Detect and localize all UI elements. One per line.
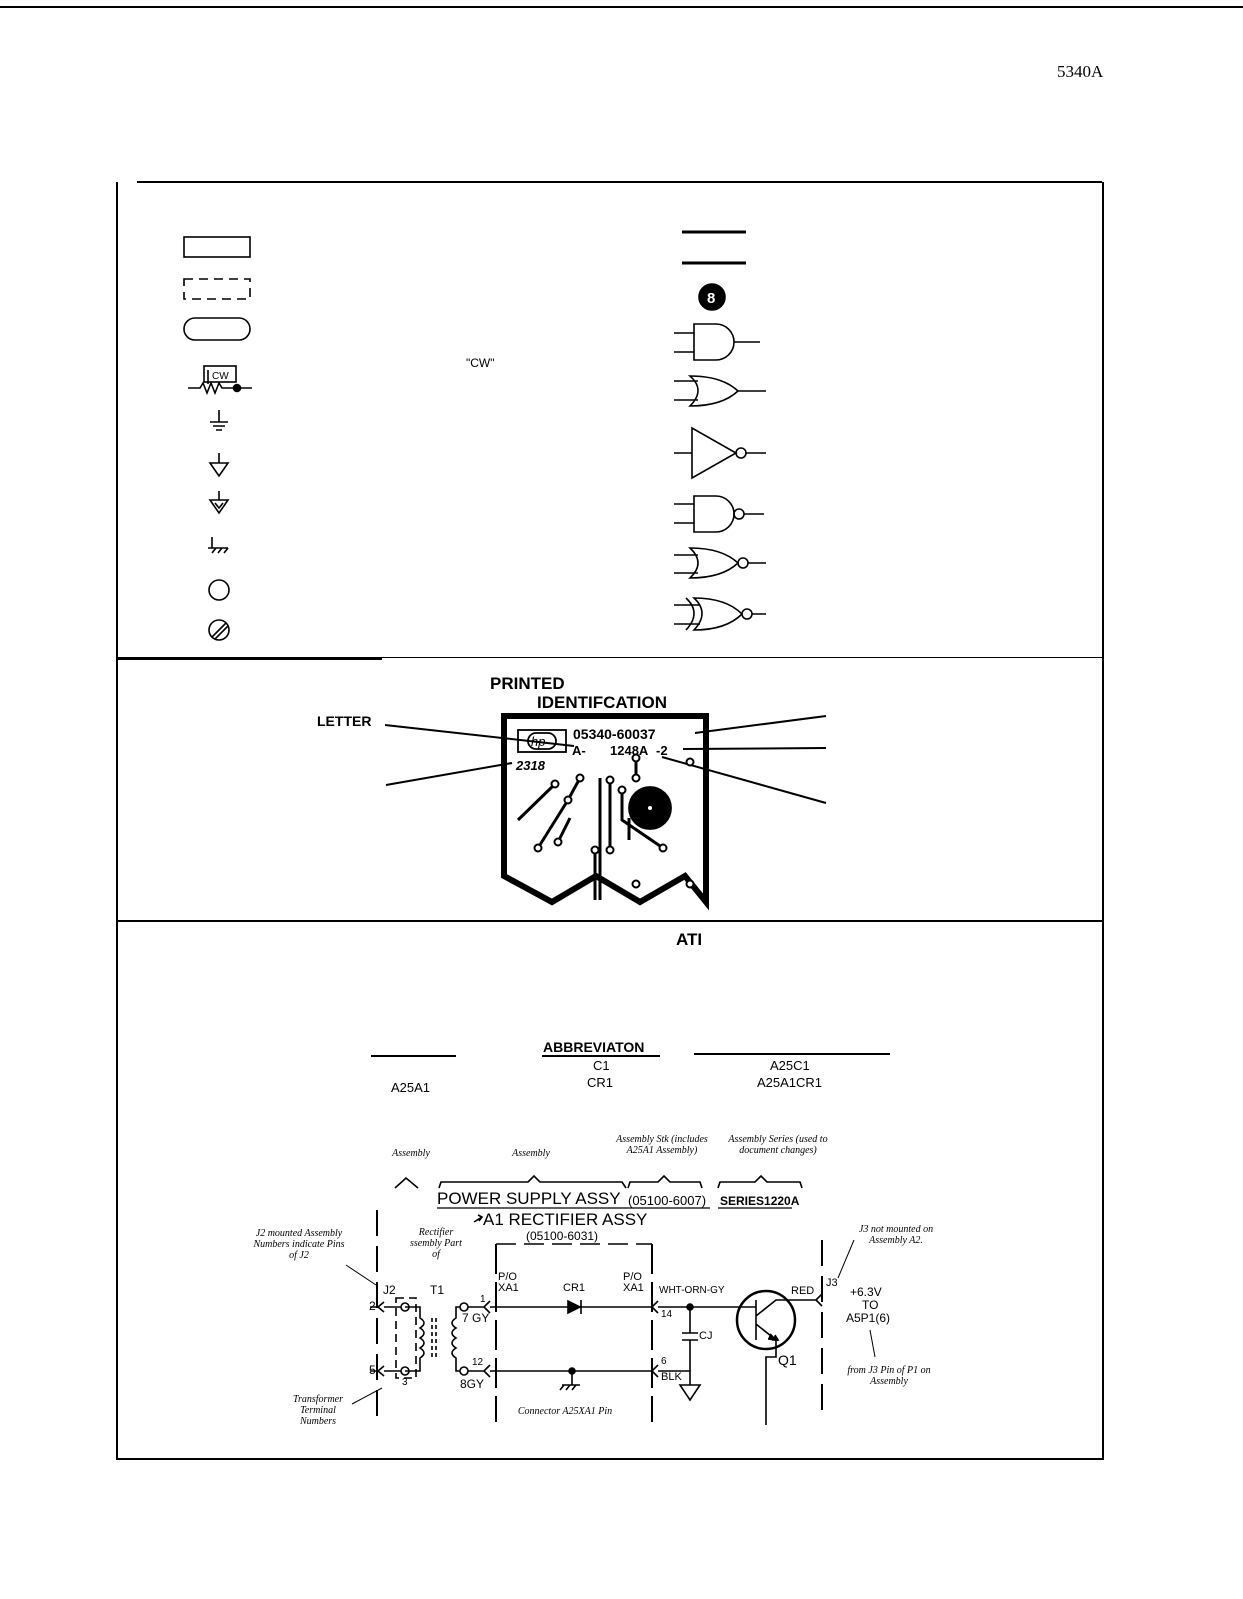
pin-5: 5 — [369, 1363, 376, 1377]
divider-1 — [382, 657, 1102, 658]
top-rule — [0, 6, 1243, 8]
document-id: 5340A — [1057, 62, 1104, 81]
note-assembly-1: Assembly — [392, 1148, 430, 1159]
power-supply-pn: (05100-6007) — [628, 1193, 707, 1208]
pin-2: 2 — [369, 1299, 376, 1313]
to-label: TO — [862, 1298, 879, 1312]
or-gate-icon — [674, 375, 766, 407]
note-assembly-series: Assembly Series (used to document change… — [728, 1134, 828, 1156]
ref-left-1: A25A1 — [391, 1080, 431, 1095]
svg-text:05340-60037: 05340-60037 — [573, 726, 656, 742]
identification-label: IDENTIFCATION — [537, 693, 668, 712]
note-assembly-stk: Assembly Stk (includes A25A1 Assembly) — [616, 1134, 708, 1156]
ref-right-1: A25C1 — [770, 1058, 810, 1073]
ref-right-2: A25A1CR1 — [757, 1075, 823, 1090]
svg-text:1248A: 1248A — [610, 743, 649, 758]
abbreviation-header: ABBREVIATON — [543, 1039, 645, 1055]
inverter-icon — [674, 426, 766, 480]
pin-14: 14 — [661, 1309, 673, 1320]
red-label: RED — [791, 1285, 815, 1297]
ref-rule-mid — [542, 1055, 660, 1057]
svg-text:hp: hp — [531, 734, 545, 749]
letter-label: LETTER — [317, 713, 372, 729]
divider-1-thick — [116, 657, 382, 660]
dest-label: A5P1(6) — [846, 1311, 891, 1325]
nor-gate-icon — [674, 547, 766, 579]
chassis-ground-icon — [208, 537, 229, 554]
nand-gate-icon — [674, 495, 764, 533]
terminal-circle-icon — [208, 579, 230, 601]
note-assembly-2: Assembly — [512, 1148, 550, 1159]
series-label: SERIES1220A — [720, 1194, 800, 1208]
pcb-drawing: hp 05340-60037 A- 1248A -2 2318 — [384, 713, 827, 911]
ati-heading: ATI — [676, 930, 703, 949]
wire-color: WHT-ORN-GY — [659, 1285, 725, 1296]
rectifier-note: Rectifier ssembly Part of — [410, 1227, 462, 1260]
j2-label: J2 — [383, 1283, 396, 1297]
subassembly-box-symbol — [183, 278, 251, 300]
and-gate-icon — [674, 323, 760, 361]
pin-8: 8GY — [460, 1377, 485, 1391]
j3-label: J3 — [826, 1277, 838, 1289]
signal-ground-icon — [208, 453, 230, 478]
pin-6: 6 — [661, 1356, 667, 1367]
symbol-legend: CW 8 — [183, 230, 766, 641]
q1-label: Q1 — [778, 1352, 797, 1368]
pin-7: 7 GY — [462, 1311, 490, 1325]
assembly-box-symbol — [183, 236, 251, 258]
connector-note: Connector A25XA1 Pin — [517, 1406, 613, 1417]
ref-rule-right — [694, 1053, 890, 1055]
pxa1-left: P/O XA1 — [498, 1271, 519, 1294]
power-supply-title: POWER SUPPLY ASSY — [437, 1189, 621, 1208]
pin-12: 12 — [472, 1357, 484, 1368]
blk-label: BLK — [661, 1371, 682, 1383]
rectifier-title: A1 RECTIFIER ASSY — [483, 1210, 648, 1229]
ref-mid-2: CR1 — [587, 1075, 614, 1090]
svg-text:8: 8 — [707, 290, 715, 307]
common-ground-icon — [208, 491, 230, 515]
transformer-note: Transformer Terminal Numbers — [292, 1394, 343, 1427]
pin-3: 3 — [402, 1377, 408, 1388]
svg-text:-2: -2 — [656, 743, 668, 758]
svg-text:A-: A- — [572, 743, 586, 758]
cr1-label: CR1 — [563, 1282, 586, 1294]
svg-text:CW: CW — [212, 371, 229, 382]
ref-mid-1: C1 — [593, 1058, 610, 1073]
rectifier-pn: (05100-6031) — [526, 1229, 599, 1243]
from-note: from J3 Pin of P1 on Assembly — [847, 1365, 931, 1387]
screwdriver-adjust-icon — [208, 619, 230, 641]
t1-label: T1 — [430, 1283, 445, 1297]
figure-frame — [116, 182, 1104, 1460]
schematic-example — [345, 1174, 876, 1425]
pxa1-right: P/O XA1 — [623, 1271, 644, 1294]
pin-1: 1 — [480, 1294, 486, 1305]
rounded-box-symbol — [183, 317, 251, 341]
ref-rule-left — [371, 1055, 456, 1057]
cw-label: "CW" — [466, 356, 495, 370]
j3-note: J3 not mounted on Assembly A2. — [858, 1224, 934, 1246]
divider-2 — [116, 920, 1102, 922]
printed-label: PRINTED — [490, 674, 565, 693]
numbered-circle-icon — [698, 283, 726, 311]
j2-note: J2 mounted Assembly Numbers indicate Pin… — [253, 1228, 345, 1261]
potentiometer-symbol: CW — [188, 365, 252, 396]
cj-label: CJ — [699, 1330, 713, 1342]
earth-ground-icon — [210, 410, 228, 431]
svg-text:2318: 2318 — [515, 758, 546, 773]
voltage-label: +6.3V — [850, 1285, 882, 1299]
xnor-gate-icon — [674, 597, 766, 631]
frame-top-rule — [137, 181, 1102, 183]
